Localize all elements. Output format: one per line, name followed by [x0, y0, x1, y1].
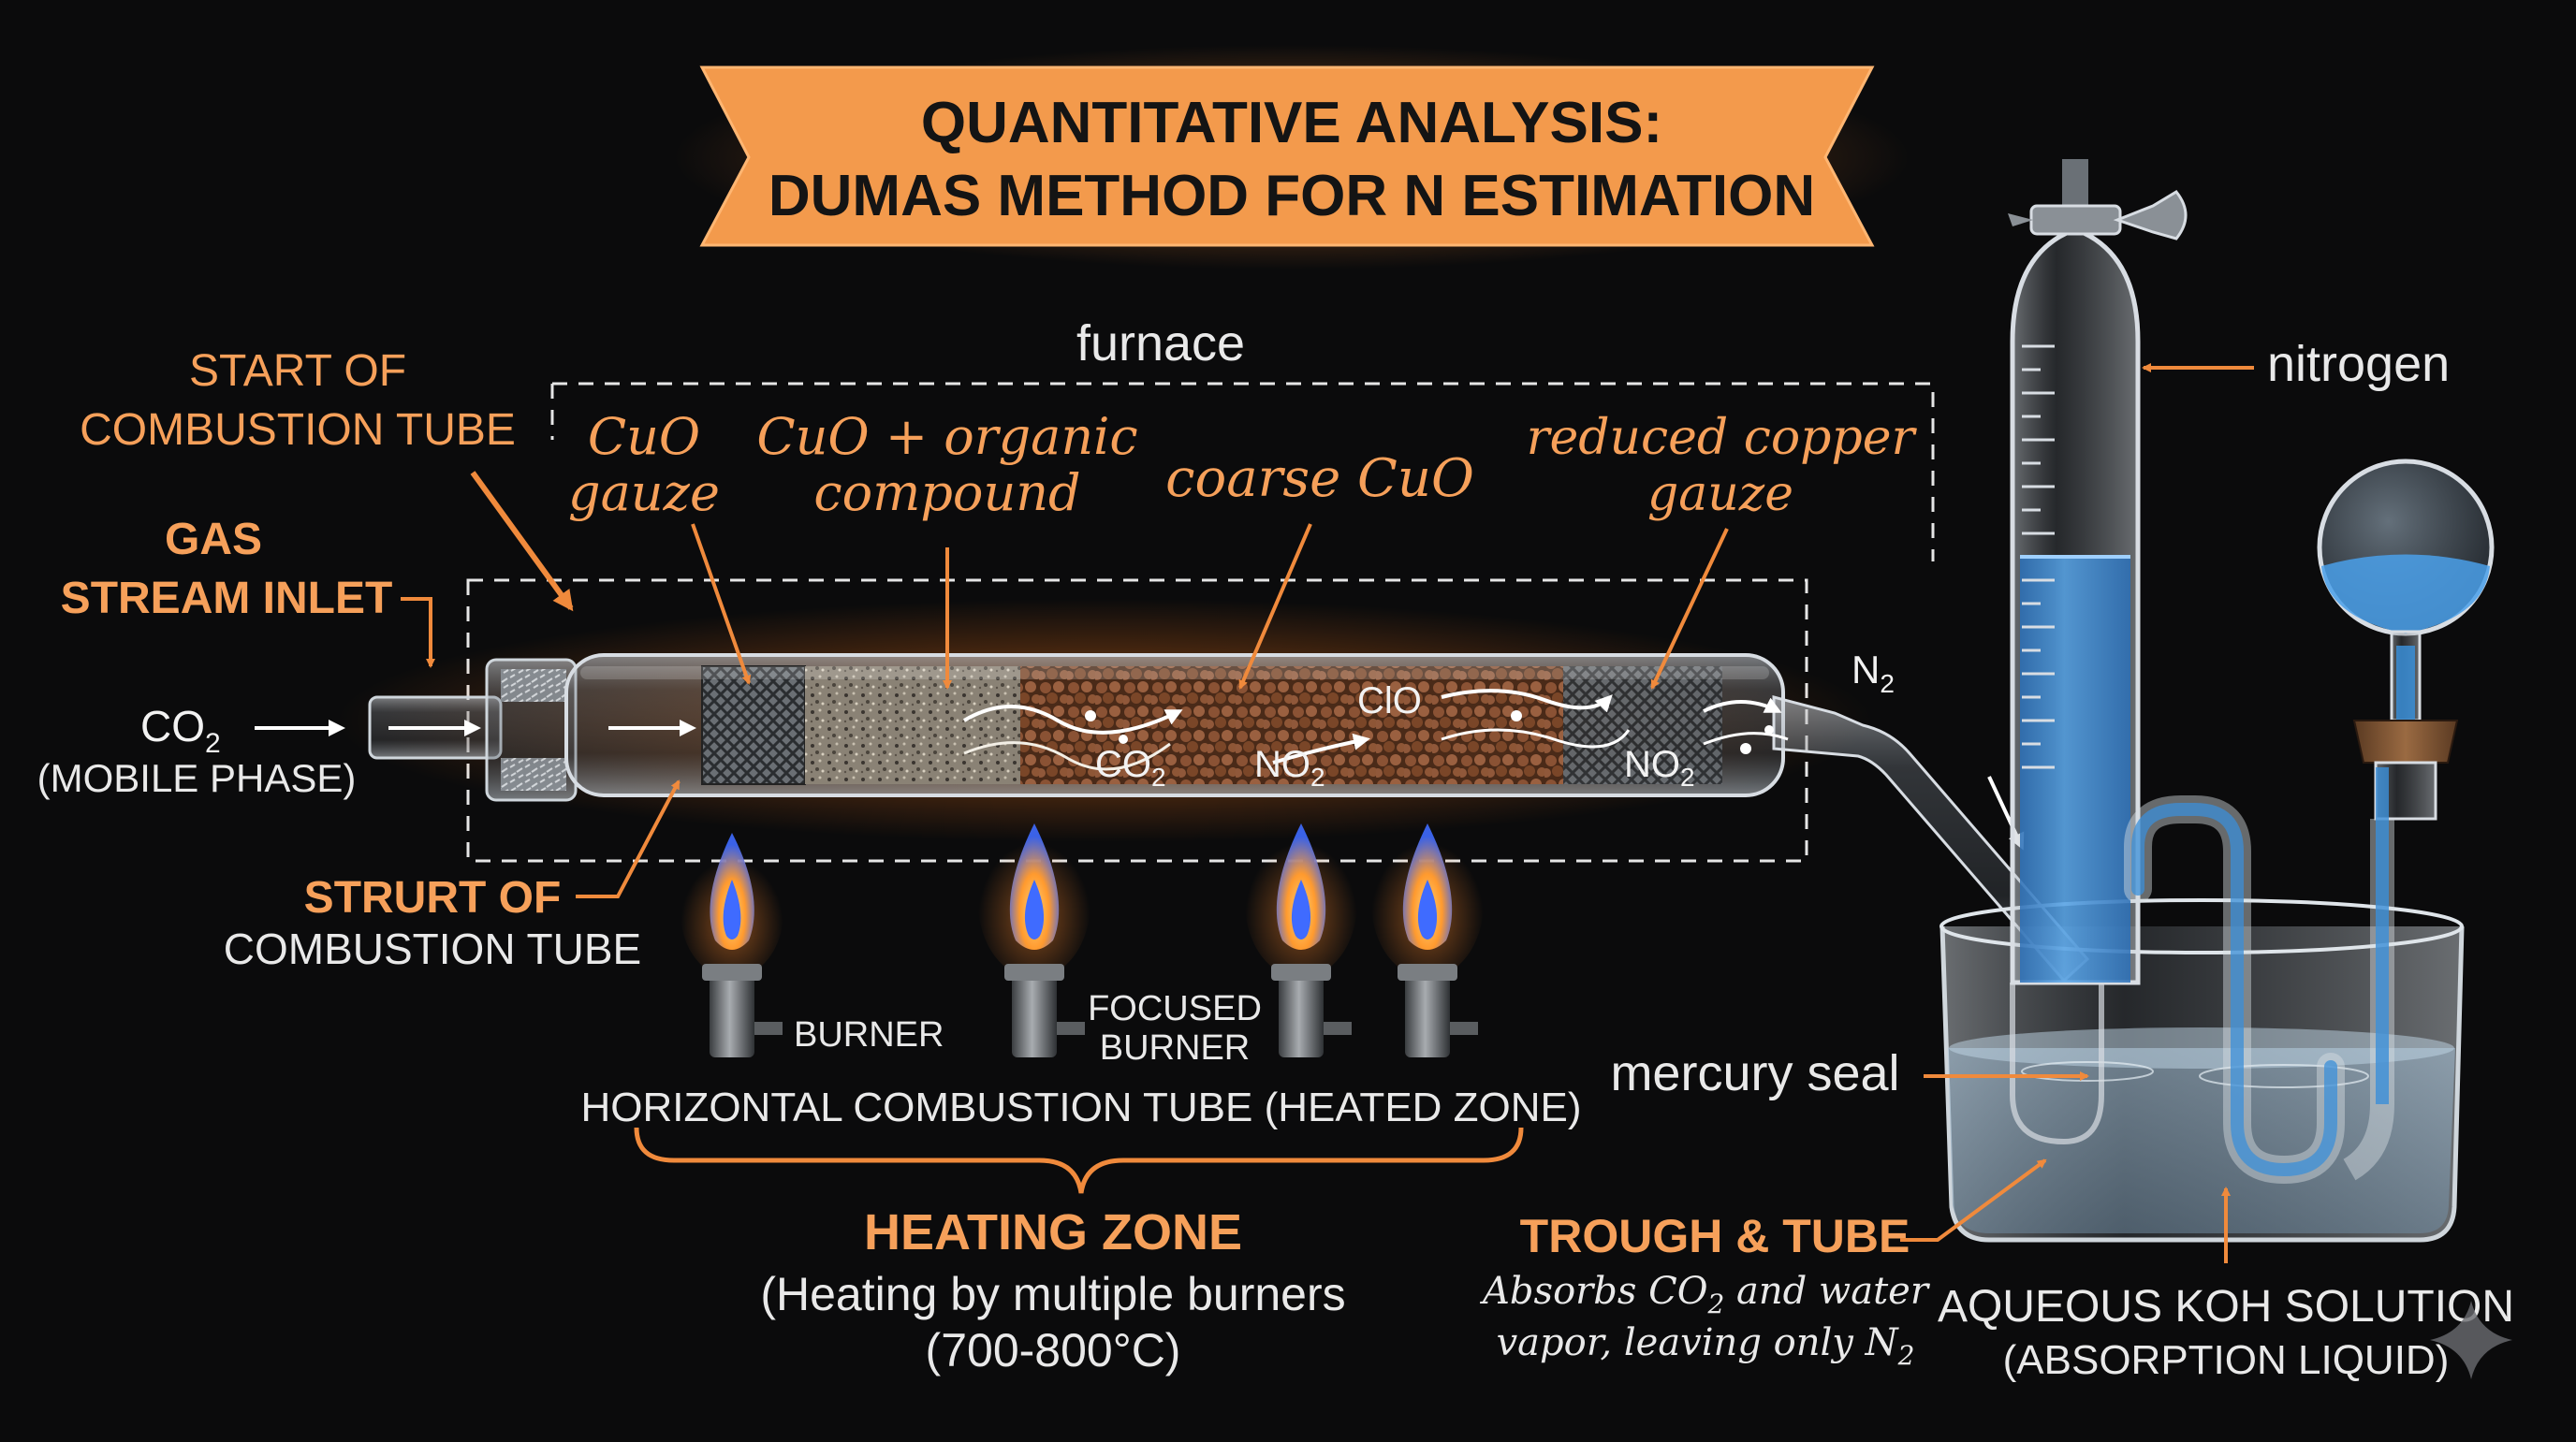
- burner-2: [978, 823, 1090, 1057]
- burner-4: [1371, 823, 1484, 1057]
- sparkle-icon: [2430, 1301, 2512, 1379]
- strurt-label-line-1: STRURT OF: [304, 873, 562, 923]
- title-line-1: QUANTITATIVE ANALYSIS:: [921, 91, 1662, 155]
- stopcock: [2008, 190, 2188, 240]
- heating-zone-desc-1: (Heating by multiple burners: [760, 1268, 1345, 1320]
- left-labels: START OF COMBUSTION TUBE GAS STREAM INLE…: [37, 346, 681, 973]
- absorbs-desc-line-2: vapor, leaving only N2: [1497, 1321, 1915, 1371]
- nitrometer-liquid: [2020, 557, 2130, 983]
- graduation-marks: [2022, 344, 2055, 769]
- cuo-organic-section: [805, 666, 1020, 784]
- coarse-cuo-label: coarse CuO: [1165, 448, 1474, 509]
- cuo-organic-label-line-1: CuO + organic: [756, 407, 1137, 466]
- tube-co2-label: CO2: [1095, 744, 1166, 792]
- strurt-label-line-2: COMBUSTION TUBE: [224, 925, 641, 973]
- gas-flow-arrows: [388, 689, 2025, 851]
- reduced-copper-section: [1563, 666, 1722, 784]
- tube-no2-label-b: NO2: [1624, 744, 1695, 792]
- heating-zone-desc-2: (700-800°C): [926, 1324, 1181, 1376]
- start-label-line-2: COMBUSTION TUBE: [80, 405, 516, 455]
- tube-gas-labels: CO2 NO2 ClO NO2 N2: [1095, 648, 1895, 792]
- nitrometer-apparatus: [1939, 159, 2495, 1243]
- title-banner: QUANTITATIVE ANALYSIS: DUMAS METHOD FOR …: [674, 45, 1910, 269]
- mercury-seal-label: mercury seal: [1610, 1045, 1899, 1101]
- cuo-organic-label-line-2: compound: [813, 463, 1080, 522]
- koh-label-line-1: AQUEOUS KOH SOLUTION: [1938, 1282, 2514, 1332]
- gas-label-line-2: STREAM INLET: [61, 574, 393, 623]
- mobile-phase-label: (MOBILE PHASE): [37, 756, 357, 800]
- coarse-cuo-section: [1020, 666, 1563, 784]
- horizontal-tube-label: HORIZONTAL COMBUSTION TUBE (HEATED ZONE): [580, 1085, 1581, 1130]
- nitrogen-label: nitrogen: [2267, 336, 2450, 392]
- trough-tube-title: TROUGH & TUBE: [1520, 1210, 1910, 1262]
- reduced-copper-label-line-2: gauze: [1647, 466, 1793, 522]
- start-label-line-1: START OF: [189, 346, 406, 396]
- heating-zone-title: HEATING ZONE: [864, 1204, 1242, 1260]
- focused-burner-label-line-2: BURNER: [1100, 1028, 1250, 1068]
- section-labels: CuO gauze CuO + organic compound coarse …: [568, 407, 1918, 690]
- reservoir-bulb: [2317, 459, 2495, 1181]
- right-labels: nitrogen mercury seal TROUGH & TUBE Abso…: [1479, 336, 2514, 1383]
- burner-1: [681, 833, 783, 1057]
- koh-label-line-2: (ABSORPTION LIQUID): [2003, 1337, 2450, 1383]
- absorbs-desc-line-1: Absorbs CO2 and water: [1479, 1270, 1931, 1319]
- burner-label: BURNER: [794, 1015, 944, 1055]
- title-line-2: DUMAS METHOD FOR N ESTIMATION: [768, 164, 1815, 228]
- cuo-gauze-label-line-2: gauze: [568, 463, 720, 522]
- heating-zone-annotation: HORIZONTAL COMBUSTION TUBE (HEATED ZONE)…: [580, 1085, 1581, 1376]
- co2-inlet-label: CO2: [140, 702, 221, 759]
- focused-burner-label-line-1: FOCUSED: [1088, 989, 1262, 1028]
- clo-label: ClO: [1357, 680, 1422, 721]
- cork-stopper: [2352, 720, 2459, 764]
- reduced-copper-label-line-1: reduced copper: [1527, 410, 1918, 466]
- burners: BURNER FOCUSED BURNER: [681, 823, 1484, 1068]
- burner-3: [1245, 823, 1357, 1057]
- cuo-gauze-label-line-1: CuO: [588, 407, 700, 466]
- gas-label-line-1: GAS: [165, 515, 262, 564]
- furnace-label: furnace: [1076, 315, 1245, 371]
- tube-no2-label-a: NO2: [1254, 744, 1325, 792]
- n2-outlet-label: N2: [1852, 648, 1895, 698]
- cuo-gauze-section: [701, 665, 806, 785]
